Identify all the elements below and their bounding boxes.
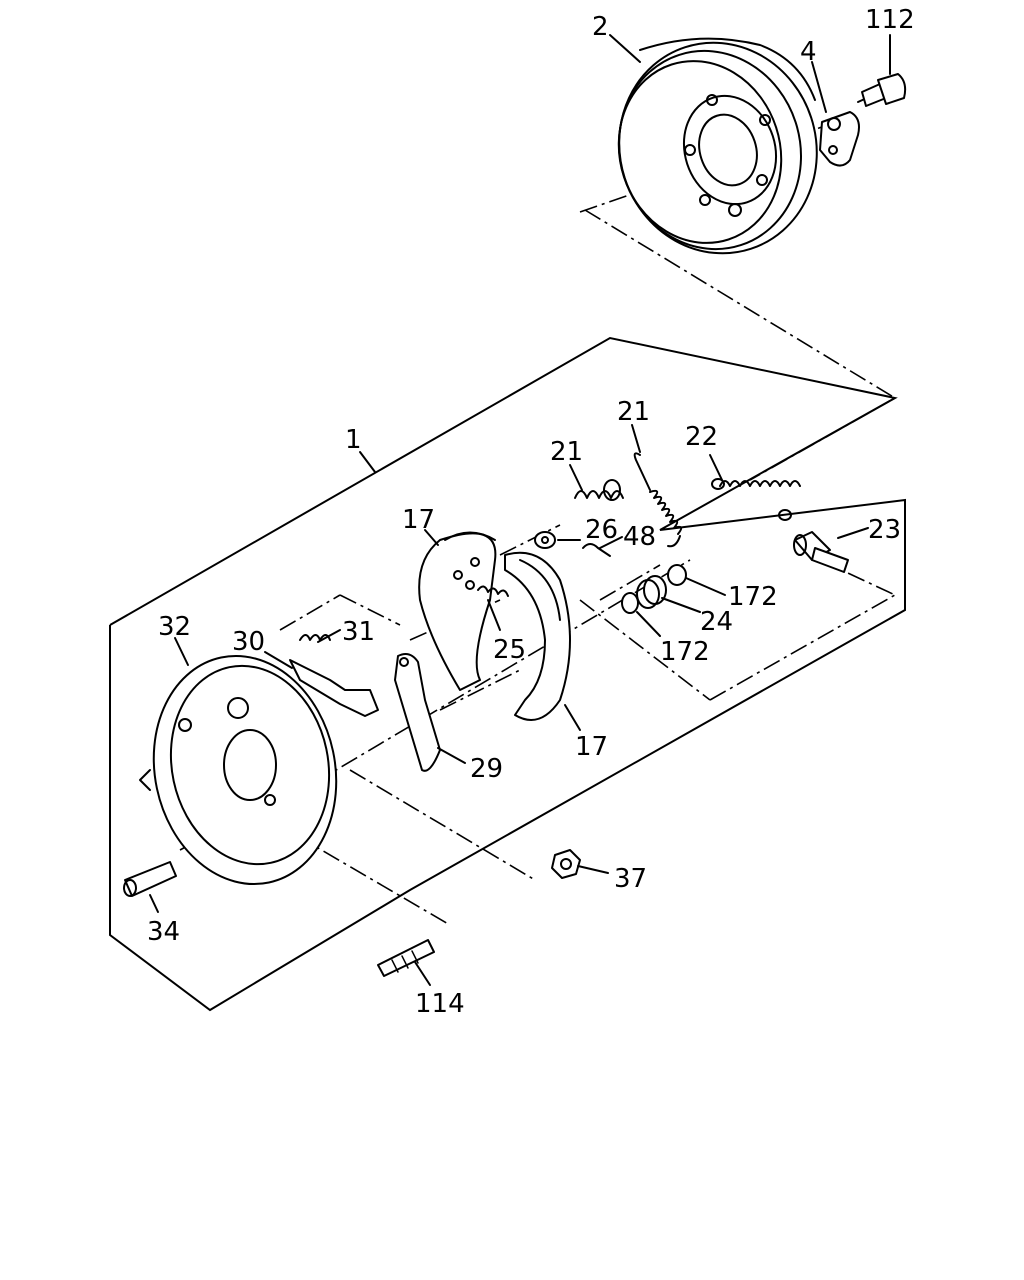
adjuster-spring	[711, 478, 801, 521]
callout-leaders	[149, 34, 891, 986]
backing-plate	[139, 654, 338, 886]
callouts: 2 4 112 1 21 21 22 17 26 48 23 172 24 17…	[147, 5, 915, 1019]
washer-26	[534, 531, 556, 549]
callout-172-upper: 172	[728, 582, 778, 612]
callout-17-front: 17	[575, 732, 608, 762]
return-spring-long	[633, 452, 683, 548]
callout-114: 114	[415, 989, 465, 1019]
spring-24	[636, 575, 667, 609]
callout-24: 24	[700, 607, 733, 637]
spring-31	[299, 634, 331, 641]
washer-172-upper	[667, 564, 687, 586]
callout-21-lower: 21	[550, 437, 583, 467]
callout-48: 48	[623, 522, 656, 552]
assembly-frame	[109, 336, 906, 1012]
callout-23: 23	[868, 515, 901, 545]
callout-2: 2	[592, 12, 609, 42]
nut-37	[551, 849, 581, 879]
bracket	[819, 111, 860, 167]
callout-29: 29	[470, 754, 503, 784]
stud-114	[377, 939, 435, 977]
washer-172-lower	[621, 592, 639, 614]
callout-31: 31	[342, 617, 375, 647]
bleeder-bolt	[857, 73, 907, 107]
brake-drum	[617, 37, 818, 255]
anchor-bolt	[123, 861, 177, 897]
brake-shoe-front	[504, 551, 571, 721]
callout-172-lower: 172	[660, 637, 710, 667]
callout-21-upper: 21	[617, 397, 650, 427]
strut-30	[289, 659, 379, 717]
callout-25: 25	[493, 635, 526, 665]
brake-shoe-rear	[418, 531, 497, 691]
clip-48	[582, 543, 611, 557]
callout-1: 1	[345, 425, 362, 455]
callout-26: 26	[585, 515, 618, 545]
spring-25	[477, 585, 509, 597]
callout-22: 22	[685, 422, 718, 452]
callout-34: 34	[147, 917, 180, 947]
return-spring-upper	[574, 479, 624, 501]
callout-37: 37	[614, 864, 647, 894]
callout-30: 30	[232, 627, 265, 657]
callout-17-rear: 17	[402, 505, 435, 535]
adjuster-screw	[793, 531, 849, 573]
callout-4: 4	[800, 37, 817, 67]
callout-112: 112	[865, 5, 915, 35]
callout-32: 32	[158, 612, 191, 642]
